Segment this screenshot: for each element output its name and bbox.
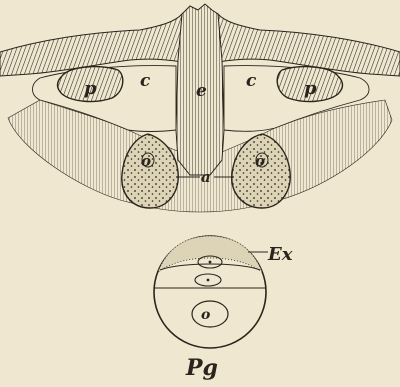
- label-c-right: c: [246, 71, 257, 91]
- label-ex: Ex: [267, 244, 293, 265]
- upper-egg-nucleus-dot: [209, 261, 212, 264]
- label-c-left: c: [140, 71, 151, 91]
- label-pg: Pg: [185, 355, 218, 381]
- label-o-right: o: [255, 152, 265, 170]
- label-o-lower: o: [201, 307, 210, 323]
- label-p-left: p: [84, 78, 97, 99]
- mid-egg-nucleus-dot: [207, 279, 210, 282]
- label-e: e: [196, 81, 207, 101]
- lower-diagram: Ex o Pg: [154, 236, 293, 381]
- label-p-right: p: [304, 78, 317, 99]
- upper-diagram: p c e c p o a o: [0, 4, 400, 212]
- label-o-left: o: [141, 152, 151, 170]
- label-a: a: [201, 168, 211, 186]
